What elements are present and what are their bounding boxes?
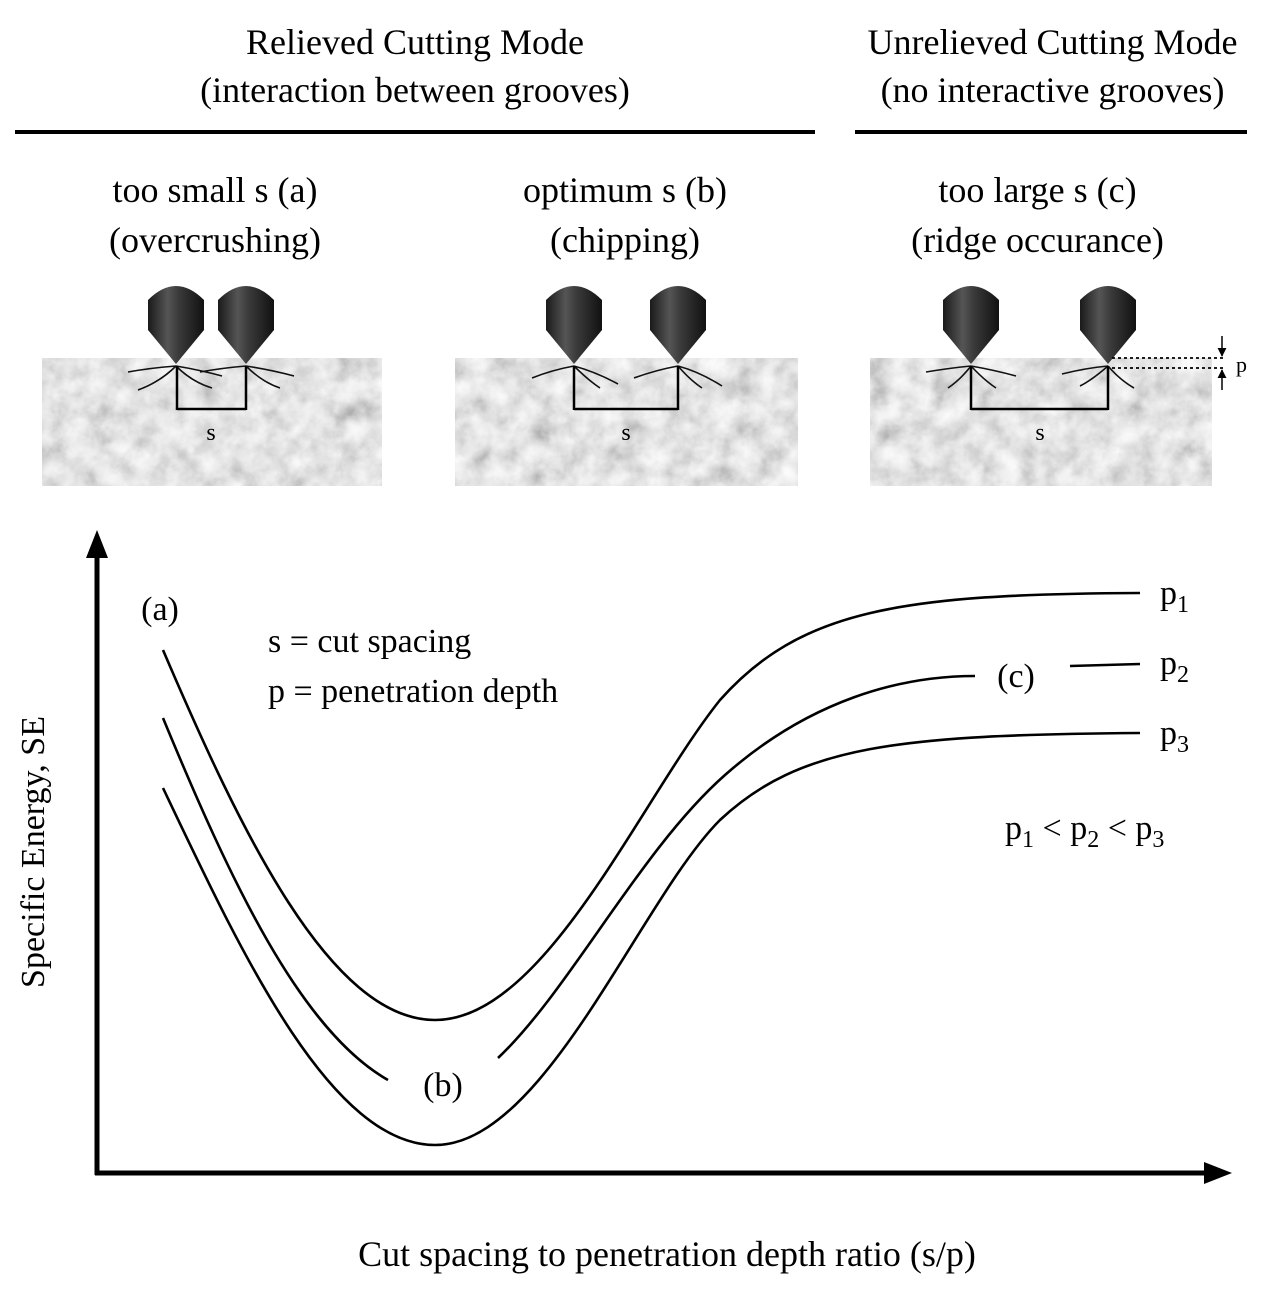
panel-b-title: optimum s (b) (523, 170, 727, 210)
relation-lt1: < (1034, 810, 1070, 847)
y-axis-label: Specific Energy, SE (15, 716, 52, 988)
point-b-label: (b) (423, 1067, 463, 1104)
curve-label-sub: 3 (1177, 732, 1189, 758)
unrelieved-mode-title: Unrelieved Cutting Mode (867, 22, 1238, 62)
curve-p2 (161, 717, 389, 1082)
curve-label-base: p (1160, 715, 1177, 752)
panel-a-subtitle: (overcrushing) (109, 220, 321, 260)
point-a-label: (a) (141, 591, 179, 628)
penetration-depth-indicator (1112, 336, 1227, 390)
crack-lines (531, 365, 723, 389)
panel-a-title: too small s (a) (112, 170, 318, 210)
cutter-tool-icon (148, 286, 204, 364)
relation-p3: p (1135, 810, 1152, 847)
curve-label-p3: p3 (1160, 715, 1189, 758)
rock-block-b (455, 358, 798, 486)
relieved-mode-rule (15, 130, 815, 134)
relation-sub2: 2 (1087, 827, 1099, 853)
relation-lt2: < (1099, 810, 1135, 847)
spacing-dimension (175, 366, 248, 411)
cutter-tool-icon (943, 286, 999, 364)
cutter-tool-icon (1080, 286, 1136, 364)
legend-penetration-depth: p = penetration depth (268, 673, 558, 710)
relation-sub1: 1 (1022, 827, 1034, 853)
cutter-tool-icon (650, 286, 706, 364)
graph-axes (86, 530, 1232, 1184)
x-axis-arrow-icon (1204, 1162, 1232, 1184)
spacing-label-c: s (1035, 420, 1044, 446)
curve-label-p2: p2 (1160, 645, 1189, 688)
panel-c-illustration: s p (870, 286, 1247, 486)
depth-relation: p1 < p2 < p3 (1005, 810, 1164, 853)
curve-p2-tail (1069, 662, 1141, 668)
spacing-dimension (969, 366, 1110, 411)
relieved-mode-title: Relieved Cutting Mode (246, 22, 584, 62)
curve-p1 (161, 591, 1141, 1022)
unrelieved-mode-rule (855, 130, 1247, 134)
curve-label-p1: p1 (1160, 575, 1189, 618)
panel-b-illustration: s (455, 286, 798, 486)
relieved-mode-subtitle: (interaction between grooves) (200, 70, 630, 110)
rock-block-a (42, 358, 382, 486)
spacing-dimension (572, 366, 680, 411)
relation-sub3: 3 (1152, 827, 1164, 853)
legend-cut-spacing: s = cut spacing (268, 623, 471, 660)
relation-p1: p (1005, 810, 1022, 847)
curve-p2-right (497, 674, 976, 1059)
point-c-label: (c) (997, 658, 1035, 695)
panel-c-subtitle: (ridge occurance) (911, 220, 1164, 260)
crack-lines (127, 365, 295, 391)
cutter-tool-icon (218, 286, 274, 364)
spacing-label-a: s (206, 420, 215, 446)
curve-label-sub: 1 (1177, 592, 1189, 618)
curve-label-base: p (1160, 645, 1177, 682)
relation-p2: p (1070, 810, 1087, 847)
crack-lines (925, 365, 1135, 389)
x-axis-label: Cut spacing to penetration depth ratio (… (358, 1234, 976, 1274)
cutter-tool-icon (546, 286, 602, 364)
energy-curves (161, 591, 1141, 1147)
rock-block-c (870, 358, 1212, 486)
curve-label-sub: 2 (1177, 662, 1189, 688)
curve-p3 (161, 731, 1141, 1147)
panel-a-illustration: s (42, 286, 382, 486)
panel-b-subtitle: (chipping) (550, 220, 700, 260)
spacing-label-b: s (621, 420, 630, 446)
curve-label-base: p (1160, 575, 1177, 612)
y-axis-arrow-icon (86, 530, 108, 558)
panel-c-title: too large s (c) (938, 170, 1137, 210)
depth-label: p (1236, 352, 1247, 377)
unrelieved-mode-subtitle: (no interactive grooves) (880, 70, 1225, 110)
